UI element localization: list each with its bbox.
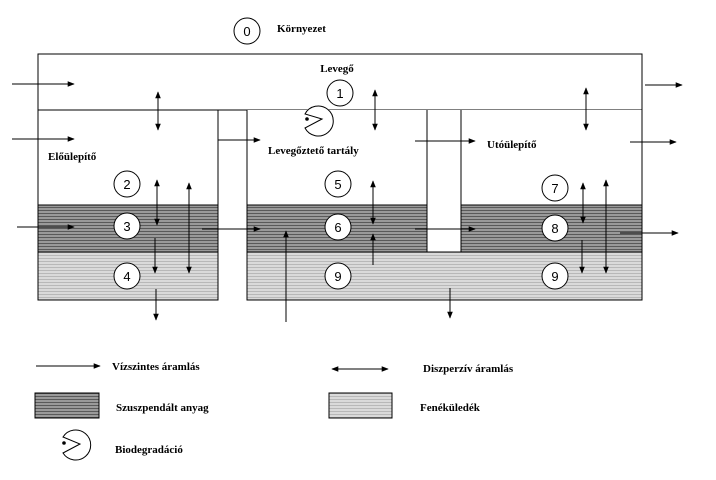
compartment-5: 5: [324, 170, 352, 198]
compartment-3: 3: [113, 212, 141, 240]
dispersive-flow-arrows: [154, 87, 609, 274]
svg-text:5: 5: [334, 177, 341, 192]
shared-sediment-layer: [246, 251, 643, 301]
biodegradation-icon: [304, 105, 334, 137]
legend-sediment: Fenéküledék: [420, 402, 481, 414]
legend-suspended-matter: Szuszpendált anyag: [116, 402, 209, 414]
compartment-1: 1: [326, 79, 354, 107]
legend-biodegradation: Biodegradáció: [115, 444, 183, 456]
svg-text:0: 0: [243, 24, 250, 39]
horizontal-flow-arrows: [12, 81, 683, 322]
svg-text:1: 1: [336, 86, 343, 101]
legend-suspended-swatch: [34, 392, 100, 419]
compartment-2: 2: [113, 170, 141, 198]
compartment-6: 6: [324, 213, 352, 241]
compartment-9-secondary: 9: [541, 262, 569, 290]
svg-text:2: 2: [123, 177, 130, 192]
legend-horizontal-flow: Vízszintes áramlás: [112, 361, 200, 373]
environment-label: Környezet: [277, 23, 326, 35]
svg-text:3: 3: [123, 219, 130, 234]
legend-dispersive-flow: Diszperzív áramlás: [423, 363, 514, 375]
svg-text:4: 4: [123, 269, 130, 284]
legend: Vízszintes áramlás Diszperzív áramlás Sz…: [34, 361, 514, 461]
svg-text:9: 9: [334, 269, 341, 284]
compartment-8: 8: [541, 214, 569, 242]
compartment-7: 7: [541, 174, 569, 202]
svg-text:8: 8: [551, 221, 558, 236]
primary-settler-label: Előülepítő: [48, 151, 97, 163]
legend-sediment-swatch: [328, 392, 393, 419]
svg-text:9: 9: [551, 269, 558, 284]
compartment-0: 0: [233, 17, 261, 45]
secondary-settler-label: Utóülepítő: [487, 139, 537, 151]
aeration-tank-label: Levegőztető tartály: [268, 145, 359, 157]
svg-text:6: 6: [334, 220, 341, 235]
air-label: Levegő: [320, 63, 354, 75]
svg-text:7: 7: [551, 181, 558, 196]
compartment-4: 4: [113, 262, 141, 290]
legend-biodegradation-icon: [62, 429, 92, 461]
compartment-9-aeration: 9: [324, 262, 352, 290]
